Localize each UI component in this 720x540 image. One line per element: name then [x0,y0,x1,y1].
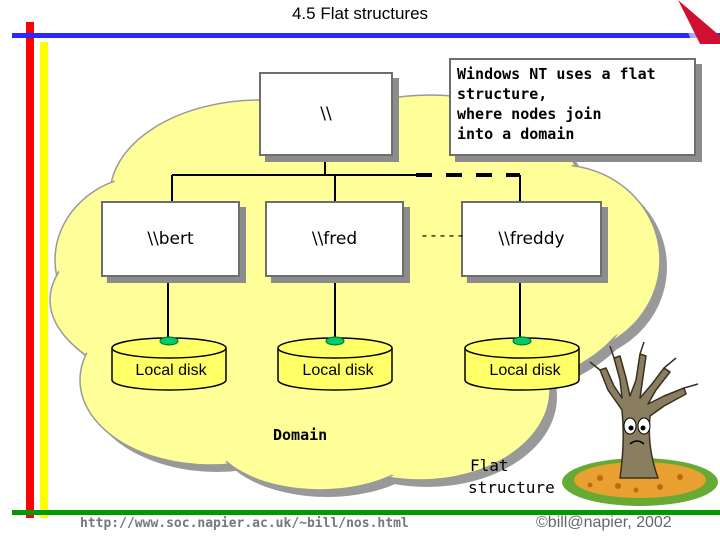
node-fred-label: \\fred [311,229,358,249]
blue-horizontal-bar [12,33,720,38]
note-line-4: into a domain [457,125,575,143]
red-vertical-bar [26,22,34,518]
green-horizontal-bar [12,510,720,515]
tree-clipart-icon [562,341,718,506]
root-node-box: \\ [259,72,393,156]
node-bert-box: \\bert [101,201,240,277]
note-line-3: where nodes join [457,105,602,123]
flat-label-line-2: structure [468,478,555,497]
root-node-label: \\ [320,104,332,124]
domain-label: Domain [273,426,328,444]
node-bert-label: \\bert [147,229,194,249]
explanation-note: Windows NT uses a flat structure, where … [449,58,696,156]
node-fred-box: \\fred [265,201,404,277]
note-line-2: structure, [457,85,548,103]
footer-copyright: ©bill@napier, 2002 [536,514,672,531]
node-freddy-label: \\freddy [498,229,565,249]
more-nodes-ellipsis: ----- [420,228,466,245]
yellow-vertical-bar [40,42,48,518]
node-freddy-box: \\freddy [461,201,602,277]
footer-url: http://www.soc.napier.ac.uk/~bill/nos.ht… [80,516,409,531]
note-line-1: Windows NT uses a flat [457,65,656,83]
slide-title: 4.5 Flat structures [291,4,429,23]
flat-label-line-1: Flat [470,456,509,475]
local-disk-3-label: Local disk [489,362,561,379]
corner-triangle-icon [678,0,720,44]
local-disk-2-label: Local disk [302,362,374,379]
local-disk-1-label: Local disk [135,362,207,379]
